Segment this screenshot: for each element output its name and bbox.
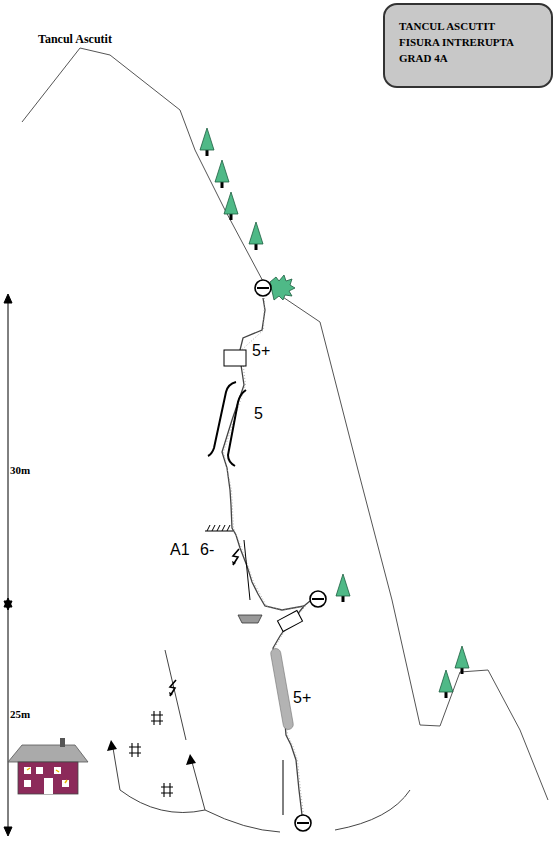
route-line: [222, 298, 310, 815]
scale-label: 30m: [9, 464, 31, 477]
route-symbols: [129, 280, 326, 831]
arrow-head: [107, 740, 117, 751]
ledge-square: [224, 350, 246, 366]
grade-label: 6-: [200, 542, 214, 558]
rock-outline: [22, 48, 548, 800]
hut: [8, 738, 88, 794]
bush: [270, 275, 295, 300]
grade-label: 5+: [252, 343, 270, 359]
grade-label: 5: [254, 406, 263, 422]
title-text: TANCUL ASCUTIT FISURA INTRERUPTA GRAD 4A: [399, 19, 521, 67]
scale-label: 25m: [9, 708, 31, 721]
title-box: TANCUL ASCUTIT FISURA INTRERUPTA GRAD 4A: [383, 3, 553, 88]
scale-bar: [4, 294, 12, 836]
aid-grade-label: A1: [170, 542, 190, 558]
crack-brackets: [208, 382, 246, 466]
peak-name: Tancul Ascutit: [38, 33, 112, 45]
overhang-symbol: [205, 525, 233, 531]
grade-label: 5+: [293, 690, 311, 706]
approach-paths: [113, 650, 410, 832]
slab: [270, 648, 294, 730]
arrow-head: [186, 754, 196, 765]
ledge: [238, 615, 262, 623]
trees: [200, 128, 469, 698]
block-symbol: [277, 611, 302, 632]
